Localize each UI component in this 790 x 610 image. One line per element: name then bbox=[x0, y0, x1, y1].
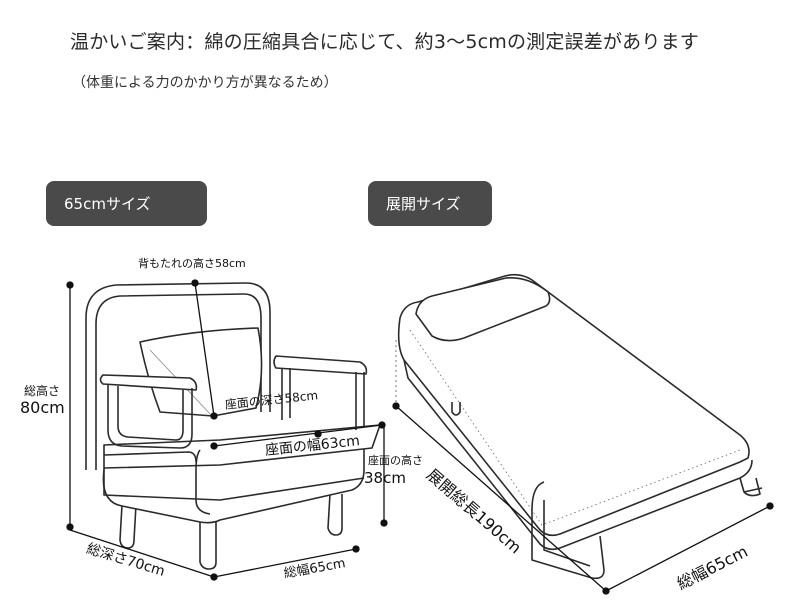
chair-size-badge-label: 65cmサイズ bbox=[64, 195, 151, 213]
bed-width-line bbox=[605, 505, 771, 592]
dim-point bbox=[210, 412, 218, 420]
sofa-bed-drawing bbox=[397, 273, 763, 580]
seat-height-value: 38cm bbox=[364, 469, 406, 487]
dim-point bbox=[210, 442, 218, 450]
notice-title: 温かいご案内：綿の圧縮具合に応じて、約3～5cmの測定誤差があります bbox=[70, 31, 699, 53]
total-width-line bbox=[213, 548, 357, 578]
dim-point bbox=[392, 402, 400, 410]
bed-length-line bbox=[395, 405, 607, 592]
dim-point bbox=[766, 502, 774, 510]
sofa-chair-drawing bbox=[85, 282, 381, 570]
backrest-height-label: 背もたれの高さ58cm bbox=[138, 257, 246, 270]
bed-size-badge-label: 展開サイズ bbox=[386, 195, 461, 213]
backrest-height-line bbox=[194, 282, 215, 417]
chair-size-badge: 65cmサイズ bbox=[46, 181, 207, 226]
dim-point bbox=[314, 430, 322, 438]
dim-point bbox=[191, 279, 199, 287]
chair-dimension-lines bbox=[66, 279, 388, 581]
total-height-label: 総高さ bbox=[24, 384, 61, 398]
bed-size-badge: 展開サイズ bbox=[368, 181, 492, 226]
dim-point bbox=[66, 281, 74, 289]
bed-dimension-lines bbox=[392, 402, 774, 595]
total-depth-line bbox=[69, 529, 215, 578]
total-height-value: 80cm bbox=[20, 398, 65, 417]
notice-subtitle: （体重による力のかかり方が異なるため） bbox=[72, 75, 338, 91]
dim-point bbox=[66, 523, 74, 531]
seat-height-label: 座面の高さ bbox=[368, 454, 423, 467]
seat-width-line bbox=[213, 424, 383, 447]
dim-point bbox=[352, 545, 360, 553]
dim-point bbox=[380, 519, 388, 527]
